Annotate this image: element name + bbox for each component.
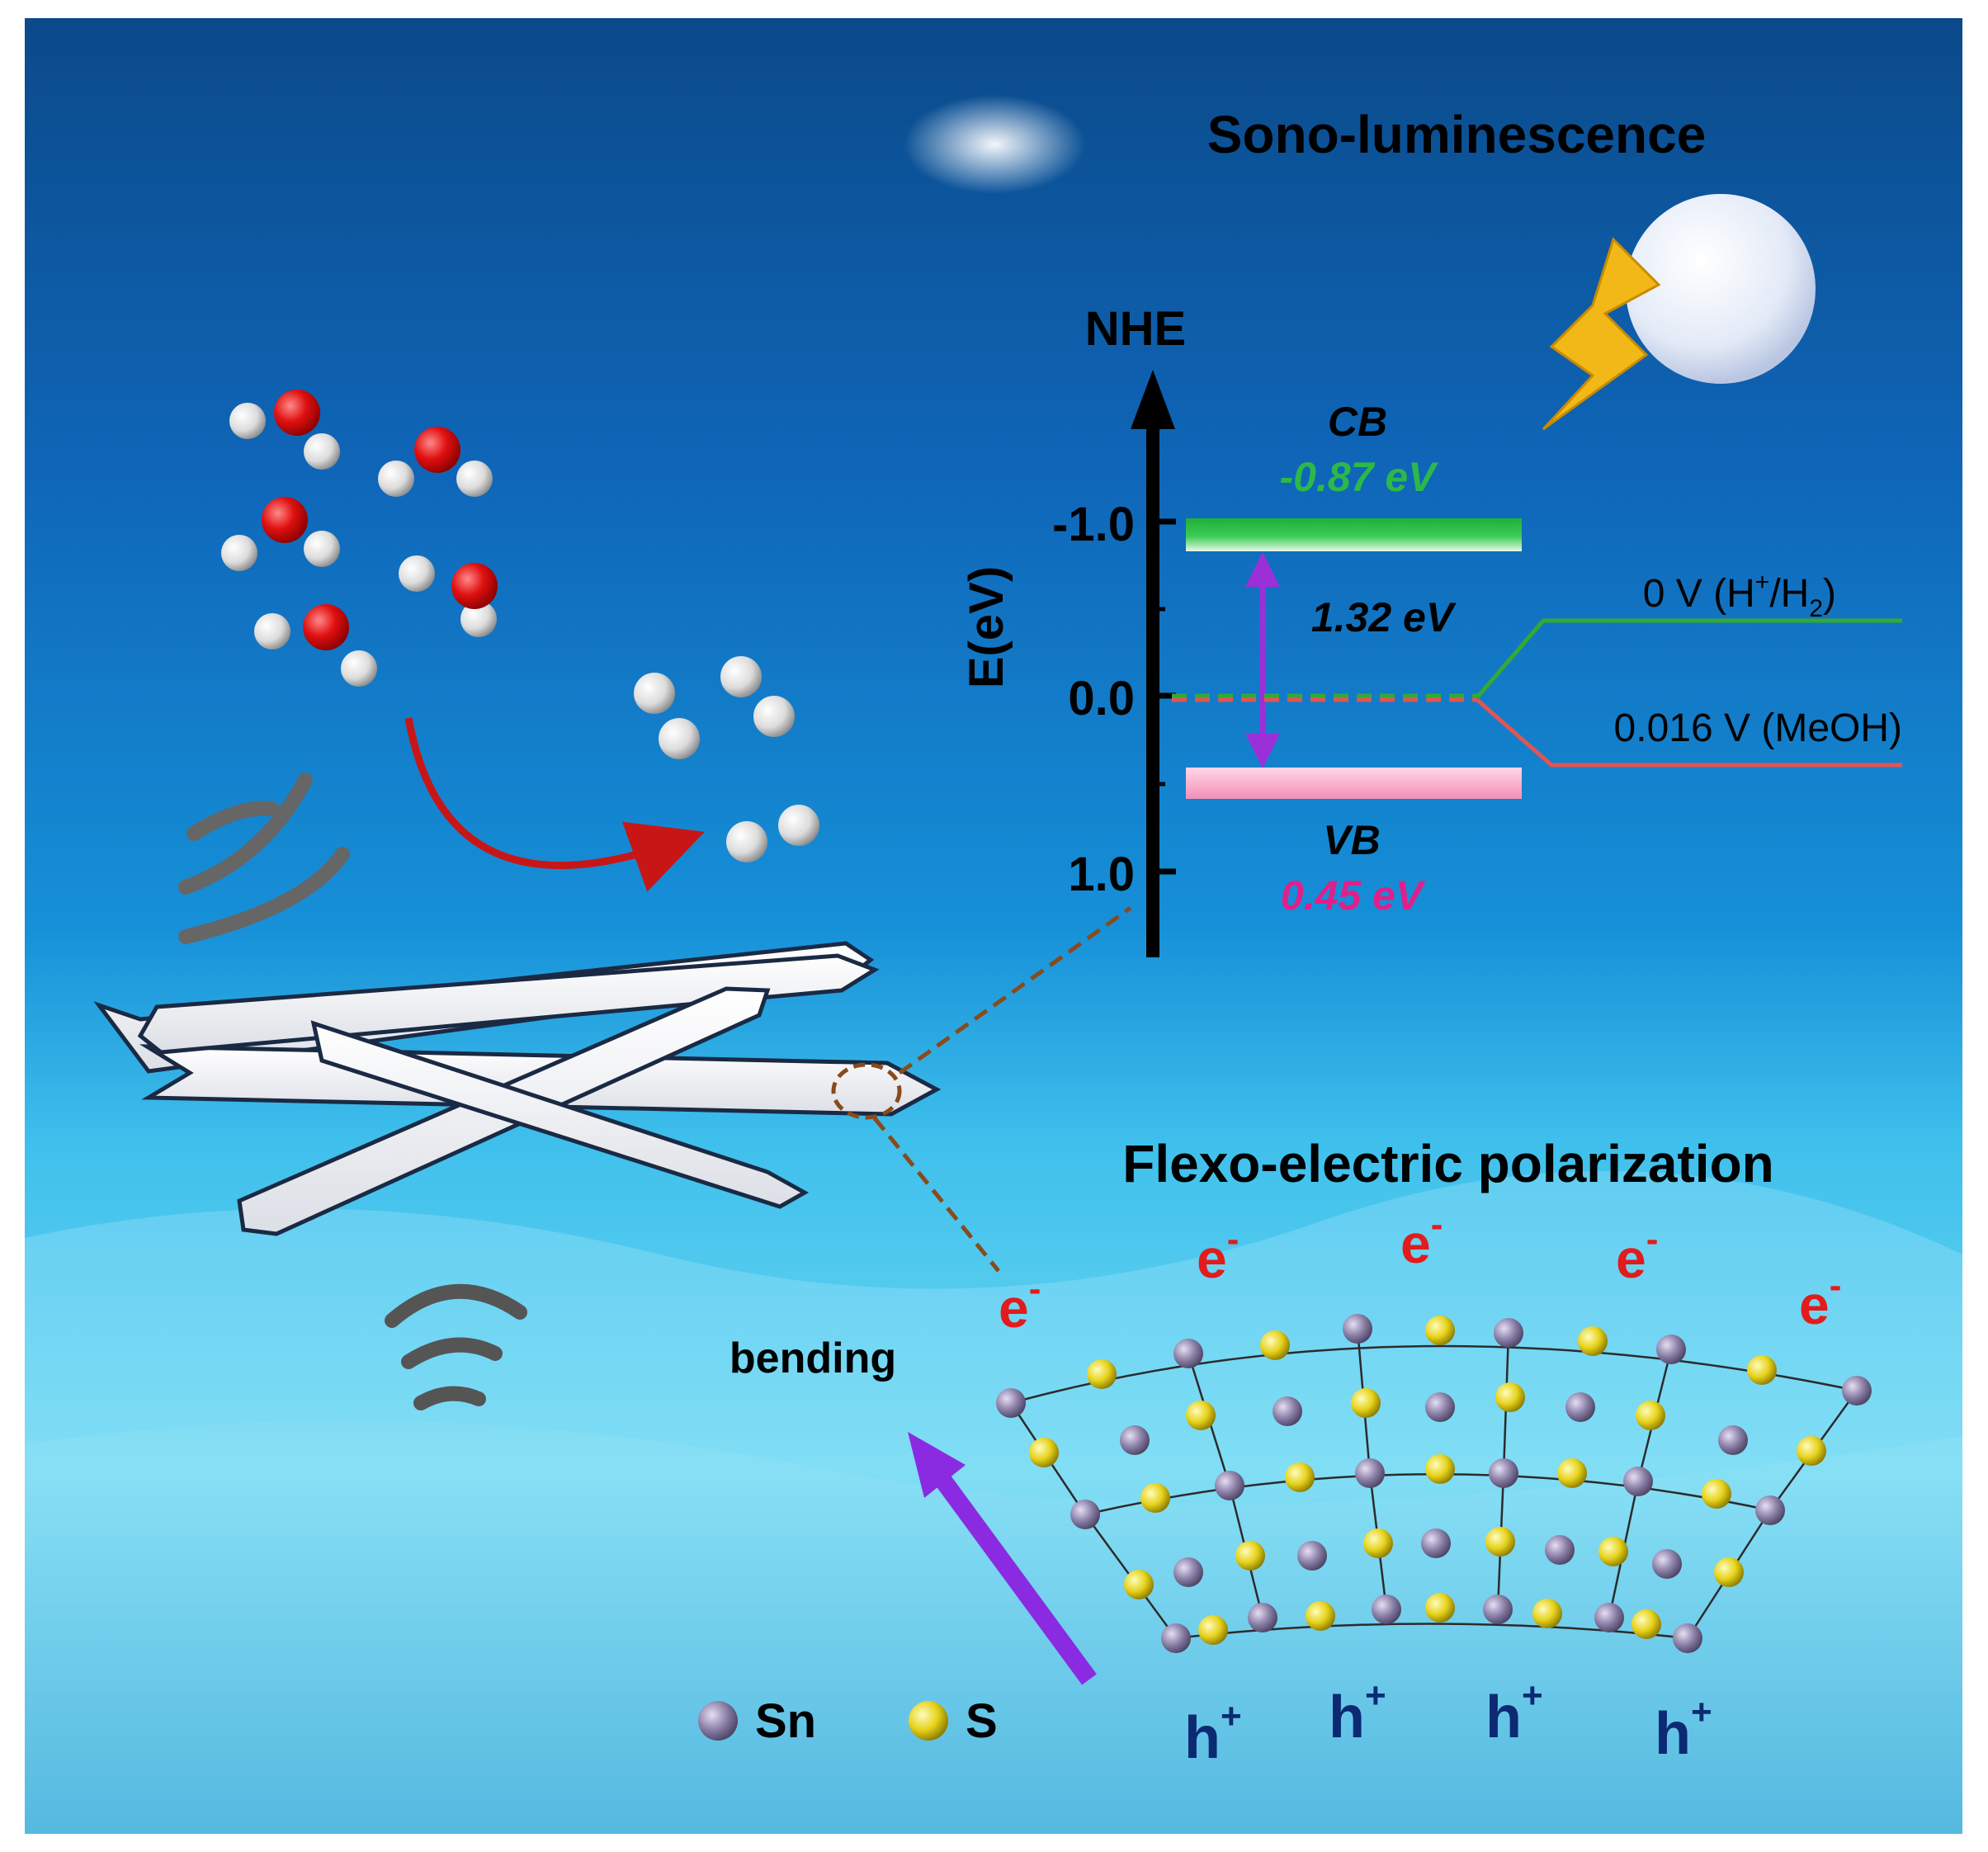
nhe-label: NHE [1085,302,1186,356]
sn-atoms [996,1314,1872,1653]
band-gap-value: 1.32 eV [1311,594,1457,640]
water-molecule [254,604,377,687]
bending-arrow [933,1472,1097,1685]
ultrasound-waves-bottom [385,1283,527,1410]
hydrogen-molecule [634,673,700,759]
water-molecule [229,390,340,470]
s-atoms [1029,1316,1826,1645]
s-legend-label: S [966,1694,998,1748]
nanorods [93,941,942,1236]
sono-luminescence-title: Sono-luminescence [1207,105,1707,164]
energy-axis-arrowhead [1131,370,1175,429]
valence-band [1186,768,1522,799]
h2-level-line [1476,618,1902,699]
electron-label: e- [1400,1204,1443,1274]
bending-arrowhead [908,1432,966,1498]
hydrogen-molecules [634,656,819,862]
hole-label: h+ [1485,1675,1543,1750]
sn-legend-marker [698,1701,738,1741]
meoh-level-label: 0.016 V (MeOH) [1614,706,1902,750]
vb-label: VB [1323,817,1380,863]
cb-label: CB [1328,399,1387,445]
water-caustics [25,1170,1962,1834]
water-molecule [399,555,498,637]
y-axis-label: E(eV) [960,566,1013,688]
zoom-line-to-band [898,905,1132,1075]
electron-label: e- [1616,1219,1658,1289]
bending-label: bending [730,1335,896,1382]
cb-value: -0.87 eV [1279,454,1438,500]
electron-label: e- [1799,1265,1841,1335]
cavitation-bubble [1626,194,1816,384]
hole-label: h+ [1329,1675,1386,1750]
h2-level-label: 0 V (H+/H2) [1643,569,1836,622]
sns-lattice [996,1314,1872,1653]
lightning-icon [1542,237,1661,431]
sunlight-glow [904,95,1085,194]
meoh-level-line [1476,698,1902,768]
hole-labels: h+ h+ h+ h+ [1184,1675,1712,1771]
water-molecule [221,497,340,571]
band-diagram: NHE -1.0 0.0 1.0 E(eV) CB -0.87 eV 1.32 … [960,302,1902,957]
electron-label: e- [999,1269,1041,1339]
zoom-line-to-lattice [873,1117,1000,1273]
s-legend-marker [909,1701,948,1741]
atom-legend: Sn S [698,1694,998,1748]
zoom-circle [831,1062,902,1120]
conduction-band [1186,518,1522,551]
tick-label: 1.0 [1068,848,1135,901]
hydrogen-molecule [720,656,795,737]
hole-label: h+ [1184,1696,1242,1771]
flexo-polarization-title: Flexo-electric polarization [1122,1134,1774,1193]
electron-label: e- [1197,1219,1239,1289]
electron-labels: e- e- e- e- e- [999,1204,1841,1339]
water-molecule [378,427,493,497]
hydrogen-molecule [726,805,819,862]
tick-label: -1.0 [1052,498,1135,551]
hole-label: h+ [1655,1692,1712,1767]
reaction-arrow [404,717,705,892]
vb-value: 0.45 eV [1281,872,1426,919]
ultrasound-waves-top [178,772,350,944]
tick-label: 0.0 [1068,672,1135,725]
sn-legend-label: Sn [755,1694,816,1748]
water-molecules [221,390,498,687]
nanorod [310,1020,810,1209]
